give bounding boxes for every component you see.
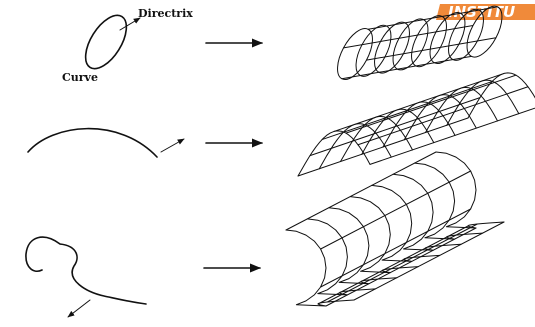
sheet-generator-line bbox=[334, 73, 504, 131]
wave-generator-line bbox=[354, 222, 504, 300]
watermark-logo: INSTITU bbox=[436, 3, 535, 21]
sheet-generator-line bbox=[322, 82, 492, 140]
directrix-label: Directrix bbox=[138, 7, 193, 20]
cylinder-ring bbox=[330, 23, 379, 85]
wave-generator-line bbox=[326, 228, 476, 306]
row-s-curve bbox=[26, 152, 504, 317]
extruded-curved-sheet bbox=[298, 73, 535, 176]
sheet-section-line bbox=[298, 131, 370, 176]
cylinder-ring bbox=[386, 14, 435, 76]
directrix-arrow-2 bbox=[161, 139, 184, 152]
directrix-arrow bbox=[120, 18, 140, 30]
curve-label: Curve bbox=[62, 71, 98, 84]
open-arc-curve bbox=[28, 129, 157, 157]
wave-generator-line bbox=[286, 152, 436, 230]
cylinder-ring bbox=[349, 20, 398, 82]
closed-curve bbox=[77, 9, 134, 76]
sheet-generator-line bbox=[310, 98, 480, 156]
sheet-generator-line bbox=[298, 118, 468, 176]
sheet-generator-line bbox=[358, 87, 528, 145]
directrix-arrow-3 bbox=[68, 300, 90, 317]
wave-section-line bbox=[436, 152, 504, 228]
sheet-generator-line bbox=[346, 75, 516, 133]
extruded-cylinder bbox=[330, 1, 509, 85]
extruded-wave-surface bbox=[286, 152, 504, 306]
row-open-arc bbox=[28, 73, 535, 176]
wave-generator-line bbox=[321, 209, 471, 287]
wave-generator-line bbox=[318, 226, 468, 304]
wave-generator-line bbox=[327, 224, 477, 302]
cylinder-ring bbox=[367, 17, 416, 79]
s-shaped-curve bbox=[26, 237, 146, 304]
